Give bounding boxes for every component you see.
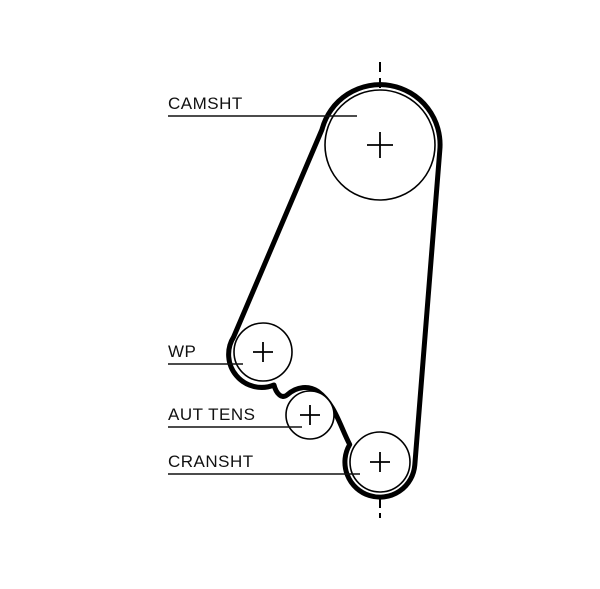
camshaft-label: CAMSHT (168, 94, 243, 113)
crankshaft-label: CRANSHT (168, 452, 254, 471)
tensioner-label: AUT TENS (168, 405, 255, 424)
timing-belt (226, 82, 443, 500)
camshaft-center-cross (367, 132, 393, 158)
water-pump-center-cross (253, 342, 273, 362)
tensioner-center-cross (300, 405, 320, 425)
water-pump-label: WP (168, 342, 196, 361)
crankshaft-center-cross (370, 452, 390, 472)
